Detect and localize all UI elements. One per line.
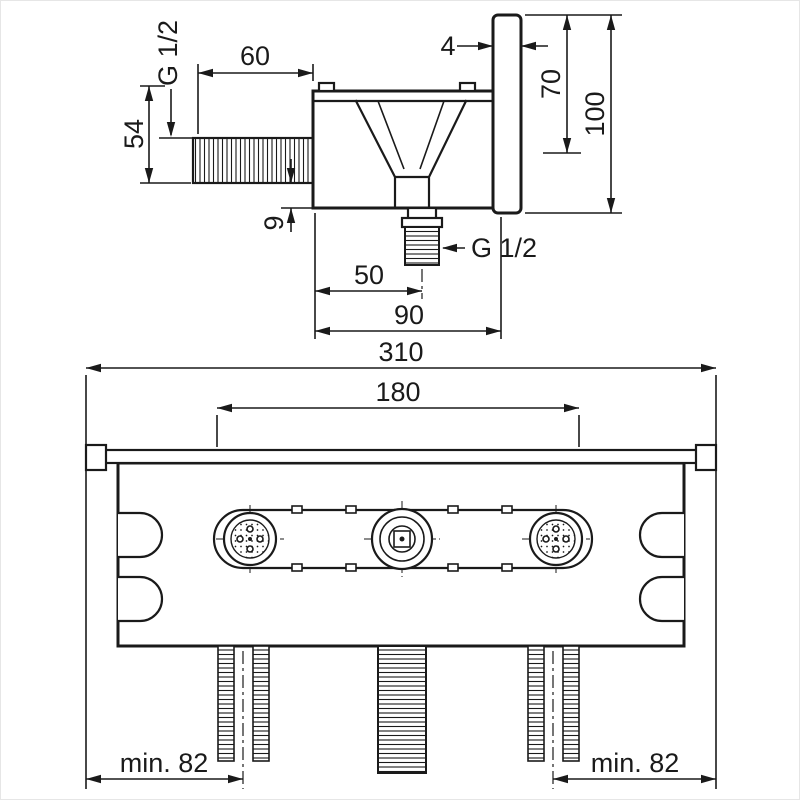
side-view xyxy=(191,13,523,299)
dim-70: 70 xyxy=(536,15,581,154)
dim-label-50: 50 xyxy=(354,260,384,290)
dim-label-90: 90 xyxy=(394,300,424,330)
dim-g12-outlet: G 1/2 xyxy=(442,233,537,263)
dim-label-4: 4 xyxy=(440,31,455,61)
dim-label-310: 310 xyxy=(378,337,423,367)
pipe-center xyxy=(377,645,427,774)
valve-spindle xyxy=(364,501,440,577)
dim-label-g12-outlet: G 1/2 xyxy=(471,233,537,263)
dim-50: 50 xyxy=(314,213,422,339)
dim-9: 9 xyxy=(259,159,313,232)
outlet-stub xyxy=(400,206,444,299)
fixing-screw-left xyxy=(216,505,284,573)
dim-label-min82-right: min. 82 xyxy=(591,748,680,778)
dim-label-g12-supply: G 1/2 xyxy=(153,20,183,86)
valve-body xyxy=(311,81,495,210)
dimensions-front-view: 310 180 min. 82 min. 82 xyxy=(86,337,716,784)
pipe-left-wall-b xyxy=(252,645,270,762)
dim-90: 90 xyxy=(315,217,502,339)
dim-54: 54 xyxy=(119,85,191,184)
dim-310: 310 xyxy=(86,337,716,373)
pipe-right-wall-b xyxy=(562,645,580,762)
dim-label-9: 9 xyxy=(259,215,289,230)
dim-4: 4 xyxy=(440,31,548,61)
fixing-screw-right xyxy=(522,505,590,573)
dim-label-180: 180 xyxy=(375,377,420,407)
dim-min82-right: min. 82 xyxy=(553,748,716,784)
pipe-right-wall-a xyxy=(527,645,545,762)
dimensions-side-view: G 1/2 60 54 9 xyxy=(119,14,622,339)
dim-min82-left: min. 82 xyxy=(86,748,243,784)
dim-100: 100 xyxy=(525,14,622,214)
wall-plate xyxy=(491,13,523,215)
pipe-left-wall-a xyxy=(217,645,235,762)
front-view xyxy=(84,375,718,789)
dim-label-54: 54 xyxy=(119,119,149,149)
dim-label-min82-left: min. 82 xyxy=(120,748,209,778)
plaster-shield-rim xyxy=(84,443,718,472)
dim-g12-supply: G 1/2 xyxy=(153,20,193,139)
dim-180: 180 xyxy=(216,377,580,447)
mounting-cutouts xyxy=(116,511,686,623)
dim-label-70: 70 xyxy=(536,69,566,99)
supply-pipe-thread xyxy=(191,136,315,185)
dim-60: 60 xyxy=(197,41,314,134)
dim-label-60: 60 xyxy=(240,41,270,71)
dim-label-100: 100 xyxy=(580,91,610,136)
bottom-pipes xyxy=(217,645,580,789)
